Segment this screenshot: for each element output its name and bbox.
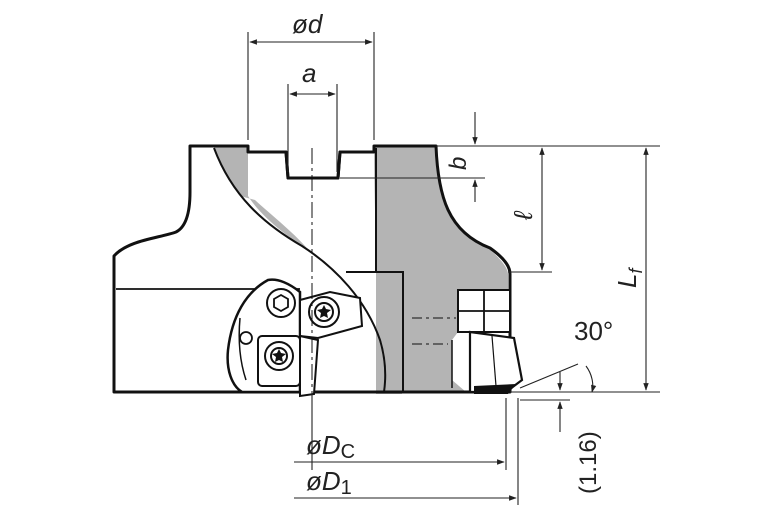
label-cutting-diameter-main: øD xyxy=(306,430,341,460)
label-lead-angle: 30° xyxy=(574,316,613,346)
locating-hole xyxy=(239,331,253,345)
label-outer-diameter-sub: 1 xyxy=(341,477,352,499)
torx-screw-lower xyxy=(257,335,301,387)
label-keyway-depth: b xyxy=(445,157,472,170)
label-outer-diameter: øD1 xyxy=(306,466,352,499)
torx-screw-upper xyxy=(308,296,340,328)
dimension-lines xyxy=(247,32,660,505)
left-section-shading xyxy=(214,146,310,252)
right-section-shading xyxy=(374,146,508,394)
clamp-screw-upper xyxy=(266,288,296,318)
label-length-main: L xyxy=(612,274,642,288)
dimension-labels: ød a b ℓ Lf øDC øD1 30° (1.16) xyxy=(292,9,646,499)
label-cutting-diameter-sub: C xyxy=(341,441,355,463)
right-lower-shading xyxy=(402,274,508,392)
insert-pocket-flank xyxy=(238,317,247,381)
cutter-body xyxy=(112,144,524,398)
label-keyway-width: a xyxy=(302,58,316,88)
label-chamfer: (1.16) xyxy=(575,431,602,494)
label-shank-diameter: ød xyxy=(292,9,324,39)
label-cutting-diameter: øDC xyxy=(306,430,355,463)
center-lines xyxy=(311,148,456,392)
pocket-curve xyxy=(213,147,387,393)
label-bore-length: ℓ xyxy=(508,210,538,221)
label-length-sub: f xyxy=(626,267,646,274)
keyway-slot xyxy=(248,150,374,180)
insert-edge xyxy=(299,334,320,398)
label-outer-diameter-main: øD xyxy=(306,466,341,496)
label-length-lf: Lf xyxy=(612,267,646,288)
insert-right xyxy=(451,289,524,394)
